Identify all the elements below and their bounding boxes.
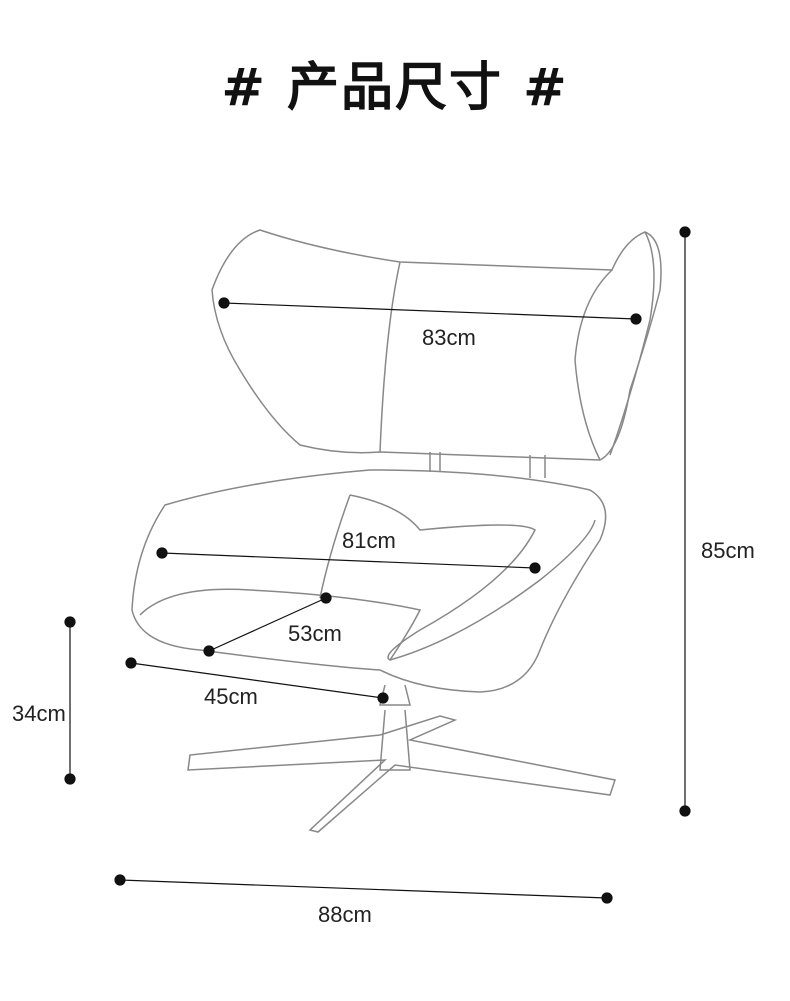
dimension-lines <box>64 226 691 904</box>
seat-side-label: 45cm <box>204 684 258 709</box>
seat-width-label: 81cm <box>342 528 396 553</box>
page-title: # 产品尺寸 # <box>221 58 569 118</box>
total-height-label: 85cm <box>701 538 755 563</box>
seat-height-label: 34cm <box>12 701 66 726</box>
chair-outline <box>131 229 662 833</box>
seat-depth-label: 53cm <box>288 621 342 646</box>
base-width-label: 88cm <box>318 902 372 927</box>
backrest-width-label: 83cm <box>422 325 476 350</box>
